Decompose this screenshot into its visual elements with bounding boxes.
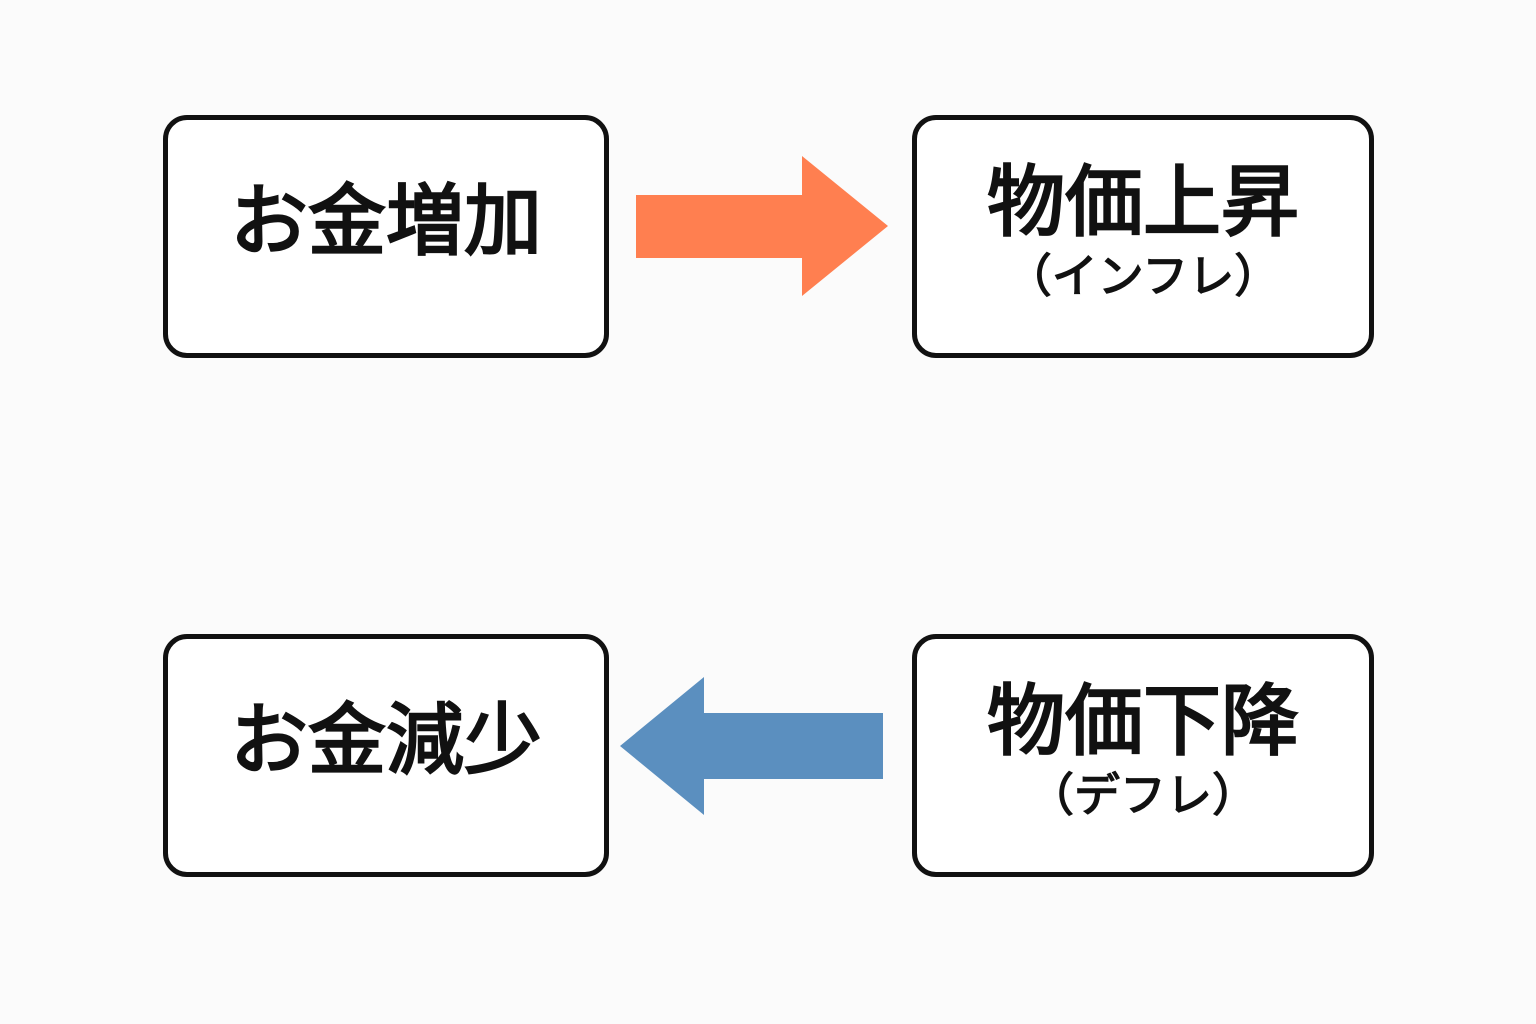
- price-fall-box: 物価下降 （デフレ）: [912, 634, 1374, 877]
- price-rise-label: 物価上昇: [986, 158, 1299, 248]
- deflation-label: （デフレ）: [1028, 767, 1258, 822]
- arrow-right-icon: [636, 156, 888, 296]
- money-decrease-box: お金減少: [163, 634, 609, 877]
- money-increase-label: お金増加: [229, 176, 542, 267]
- money-increase-box: お金増加: [163, 115, 609, 358]
- price-rise-box: 物価上昇 （インフレ）: [912, 115, 1374, 358]
- money-decrease-label: お金減少: [229, 695, 542, 786]
- price-fall-label: 物価下降: [986, 677, 1299, 767]
- arrow-left-icon: [620, 677, 883, 815]
- deflation-arrow-shape: [620, 677, 883, 815]
- inflation-arrow-shape: [636, 156, 888, 296]
- inflation-label: （インフレ）: [1005, 248, 1281, 303]
